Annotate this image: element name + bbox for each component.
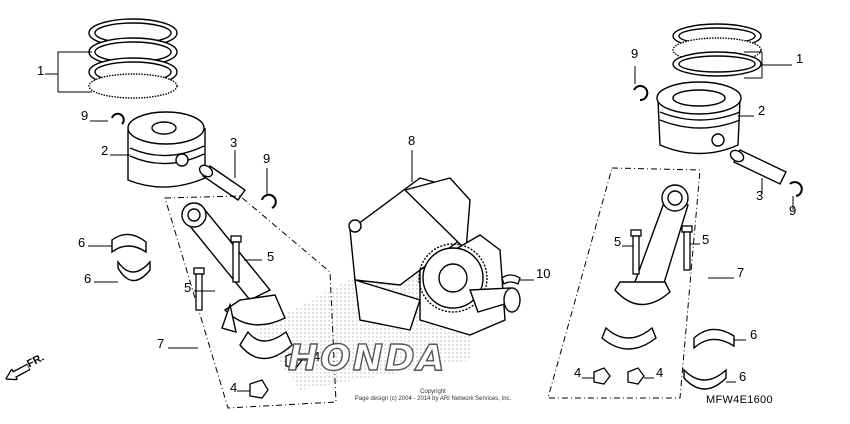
left-piston <box>127 111 206 188</box>
callout-p10: 10 <box>536 266 551 281</box>
callout-p2r: 2 <box>758 103 766 118</box>
left-rod-bolts <box>193 235 242 311</box>
callout-p4a: 4 <box>313 349 321 364</box>
honda-watermark: HONDA <box>287 337 447 379</box>
right-rod-cap <box>601 326 657 350</box>
left-piston-rings <box>88 18 178 99</box>
callout-p9c: 9 <box>631 46 639 61</box>
callout-p6a: 6 <box>78 235 86 250</box>
copyright-line-1: Copyright <box>420 389 446 395</box>
left-piston-pin <box>198 164 246 201</box>
callout-p5d: 5 <box>702 232 710 247</box>
callout-p4c: 4 <box>574 365 582 380</box>
callout-p5a: 5 <box>267 249 275 264</box>
callout-p4d: 4 <box>656 365 664 380</box>
callout-p7b: 7 <box>737 265 745 280</box>
callout-p8: 8 <box>408 133 416 148</box>
front-direction-marker: FR. <box>3 351 46 387</box>
callout-p9b: 9 <box>263 151 271 166</box>
right-piston-clip <box>633 85 649 102</box>
callout-p1: 1 <box>37 63 45 78</box>
woodruff-key <box>501 274 521 286</box>
callout-p5c: 5 <box>614 234 622 249</box>
callout-p6c: 6 <box>750 327 758 342</box>
right-rod-nuts <box>593 367 645 385</box>
callout-p5b: 5 <box>184 280 192 295</box>
right-pin-clip <box>789 181 803 197</box>
left-pin-clip <box>261 193 277 209</box>
leader-1-left <box>45 51 90 75</box>
left-rod-nuts <box>249 351 303 399</box>
callout-p6d: 6 <box>739 369 747 384</box>
right-connecting-rod <box>614 184 689 306</box>
left-connecting-rod <box>181 202 286 333</box>
right-piston-pin <box>729 149 787 185</box>
right-piston <box>656 81 742 155</box>
left-rod-cap <box>239 330 293 360</box>
right-rod-group-box <box>547 167 701 399</box>
callout-p1r: 1 <box>796 51 804 66</box>
left-piston-clip <box>111 112 125 125</box>
callout-p3r: 3 <box>756 188 764 203</box>
right-rod-bolts <box>630 225 693 275</box>
left-bearings <box>111 233 151 282</box>
right-piston-rings <box>672 23 762 77</box>
crankshaft <box>348 177 521 336</box>
diagram-code: MFW4E1600 <box>706 394 773 406</box>
callout-p2: 2 <box>101 143 109 158</box>
callout-p9a: 9 <box>81 108 89 123</box>
callout-p9d: 9 <box>789 203 797 218</box>
callout-p7a: 7 <box>157 336 165 351</box>
callout-p6b: 6 <box>84 271 92 286</box>
callout-p3: 3 <box>230 135 238 150</box>
copyright-line-2: Page design (c) 2004 - 2014 by ARI Netwo… <box>354 396 512 402</box>
copyright-notice: Copyright Page design (c) 2004 - 2014 by… <box>338 389 528 403</box>
callout-p4b: 4 <box>230 380 238 395</box>
front-arrow-icon <box>4 363 32 381</box>
right-bearings <box>683 328 735 390</box>
